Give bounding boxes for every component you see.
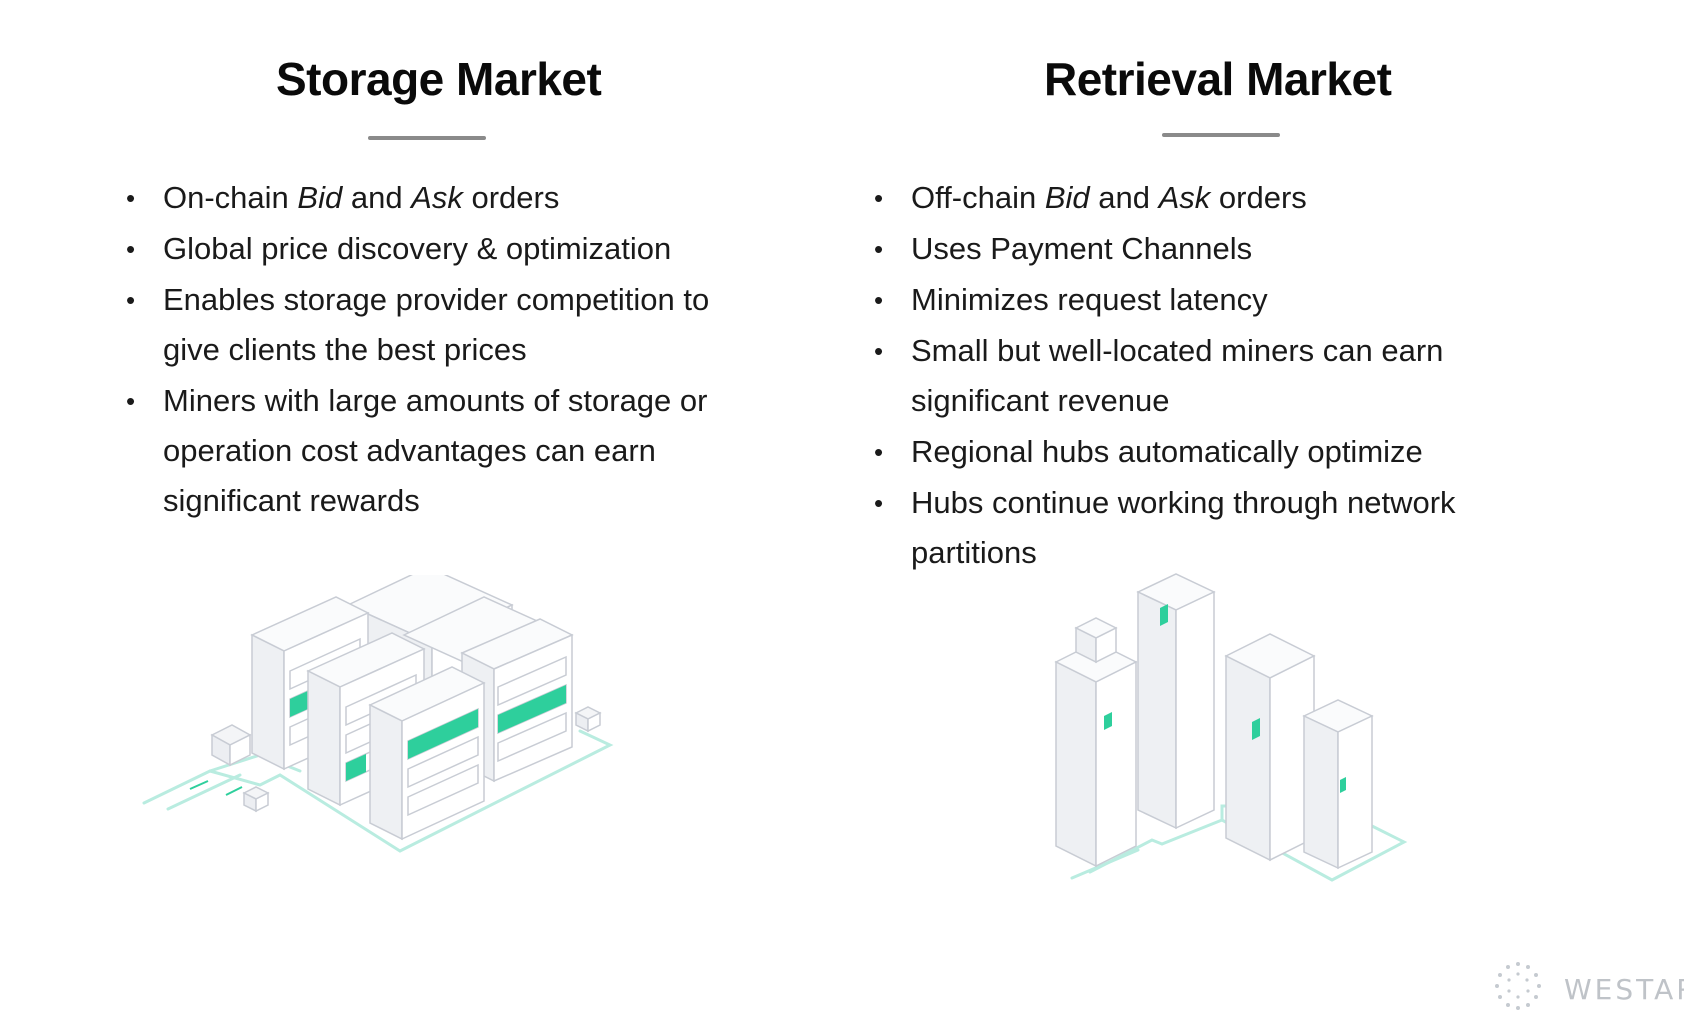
retrieval-title-divider — [1162, 133, 1280, 137]
bullet-text: and — [1089, 180, 1159, 215]
bullet-item: Global price discovery & optimization — [126, 224, 726, 274]
bullet-item: Off-chain Bid and Ask orders — [874, 173, 1534, 223]
isometric-city-buildings-illustration — [1042, 570, 1442, 935]
westar-logo: WESTAR — [1490, 958, 1684, 1018]
bullet-text: orders — [462, 180, 560, 215]
emphasized-text: Bid — [1044, 180, 1090, 215]
emphasized-text: Bid — [297, 180, 343, 215]
bullet-item: Regional hubs automatically optimize — [874, 427, 1534, 477]
bullet-item: Minimizes request latency — [874, 275, 1534, 325]
bullet-text: On-chain — [163, 180, 298, 215]
emphasized-text: Ask — [411, 180, 463, 215]
bullet-text: Small but well-located miners can earn s… — [911, 333, 1444, 418]
storage-title-divider — [368, 136, 486, 140]
isometric-server-racks-illustration — [140, 566, 640, 880]
bullet-text: Miners with large amounts of storage or … — [163, 383, 708, 518]
storage-market-title: Storage Market — [276, 53, 602, 105]
bullet-text: Regional hubs automatically optimize — [911, 434, 1423, 469]
bullet-item: On-chain Bid and Ask orders — [126, 173, 726, 223]
bullet-item: Enables storage provider competition to … — [126, 275, 726, 375]
bullet-item: Small but well-located miners can earn s… — [874, 326, 1534, 426]
bullet-item: Miners with large amounts of storage or … — [126, 376, 726, 526]
emphasized-text: Ask — [1158, 180, 1211, 215]
bullet-text: Off-chain — [911, 180, 1045, 215]
retrieval-bullet-list: Off-chain Bid and Ask ordersUses Payment… — [874, 173, 1534, 579]
bullet-text: Global price discovery & optimization — [163, 231, 672, 266]
bullet-text: and — [342, 180, 412, 215]
bullet-text: orders — [1210, 180, 1307, 215]
bullet-item: Hubs continue working through network pa… — [874, 478, 1534, 578]
bullet-text: Hubs continue working through network pa… — [911, 485, 1456, 570]
westar-logo-text: WESTAR — [1564, 973, 1684, 1006]
bullet-item: Uses Payment Channels — [874, 224, 1534, 274]
spiral-dots-icon — [1495, 962, 1541, 1010]
bullet-text: Enables storage provider competition to … — [163, 282, 710, 367]
retrieval-market-title: Retrieval Market — [1044, 53, 1392, 105]
bullet-text: Uses Payment Channels — [911, 231, 1253, 266]
storage-bullet-list: On-chain Bid and Ask ordersGlobal price … — [126, 173, 726, 527]
bullet-text: Minimizes request latency — [911, 282, 1268, 317]
